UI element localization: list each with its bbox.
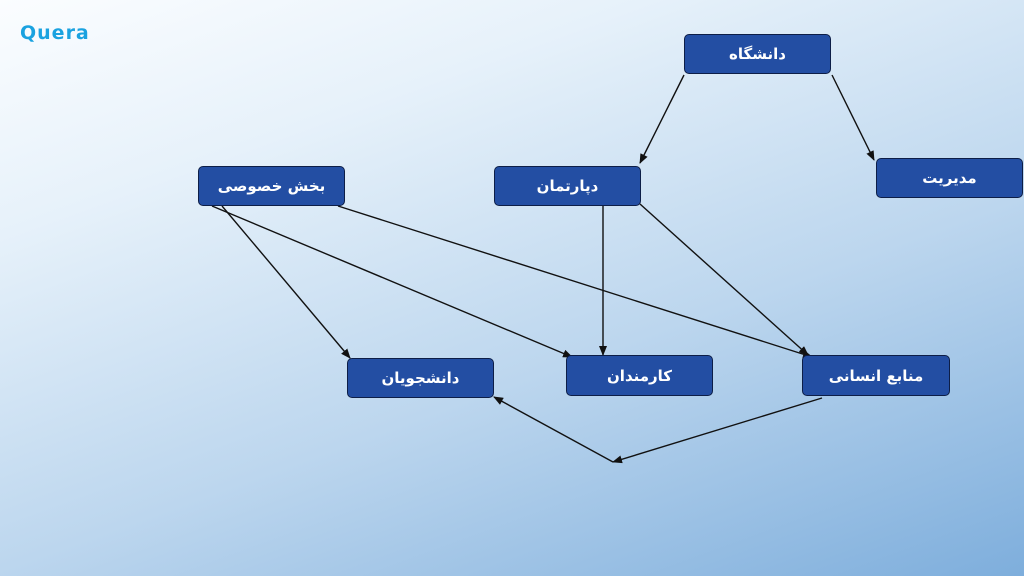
edge-human-resources-bend — [612, 397, 823, 464]
edge-university-department — [639, 74, 685, 164]
node-university: دانشگاه — [684, 34, 831, 74]
quera-logo: Quera — [20, 22, 90, 44]
node-department: دپارتمان — [494, 166, 641, 206]
node-human-resources: منابع انسانی — [802, 355, 950, 396]
edge-university-management — [831, 74, 875, 161]
node-staff: کارمندان — [566, 355, 713, 396]
edge-private-students — [221, 205, 351, 359]
edge-bend-students — [493, 396, 614, 463]
node-management: مدیریت — [876, 158, 1023, 198]
edge-department-human-resources — [639, 203, 809, 356]
edge-private-staff — [211, 205, 573, 358]
node-private-sector: بخش خصوصی — [198, 166, 345, 206]
edge-private-human-resources — [337, 205, 813, 359]
node-students: دانشجویان — [347, 358, 494, 398]
